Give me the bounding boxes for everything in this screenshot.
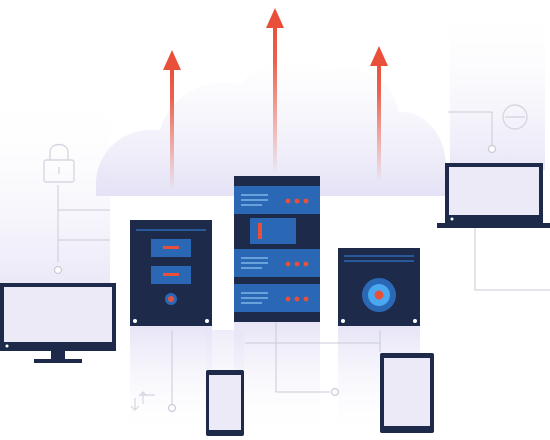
cloud-shape [96,61,447,197]
storage-beam [130,325,212,440]
tablet-screen [384,358,430,426]
phone-screen [209,375,241,430]
rack-unit [234,249,320,277]
left-beam [0,90,110,290]
arrow-up-icon [163,50,181,190]
rack-beam [234,320,320,440]
network-nodes [53,144,497,413]
arrow-up-icon [370,46,388,182]
padlock-icon [43,143,75,183]
monitor-screen [4,287,112,342]
right-beam [450,0,545,170]
no-entry-icon [502,104,528,130]
rack-unit [234,284,320,312]
drive-unit [338,248,420,326]
laptop-screen [449,167,539,215]
arrow-up-icon [266,8,284,174]
tablet [380,353,434,433]
smartphone [206,370,244,436]
rack-unit [234,186,320,214]
rack-unit [250,218,296,244]
rack-server [234,176,320,322]
desktop-monitor [0,283,116,363]
storage-tower [130,220,212,326]
network-lines [57,111,550,405]
laptop [437,163,550,228]
sync-icon [130,391,148,411]
